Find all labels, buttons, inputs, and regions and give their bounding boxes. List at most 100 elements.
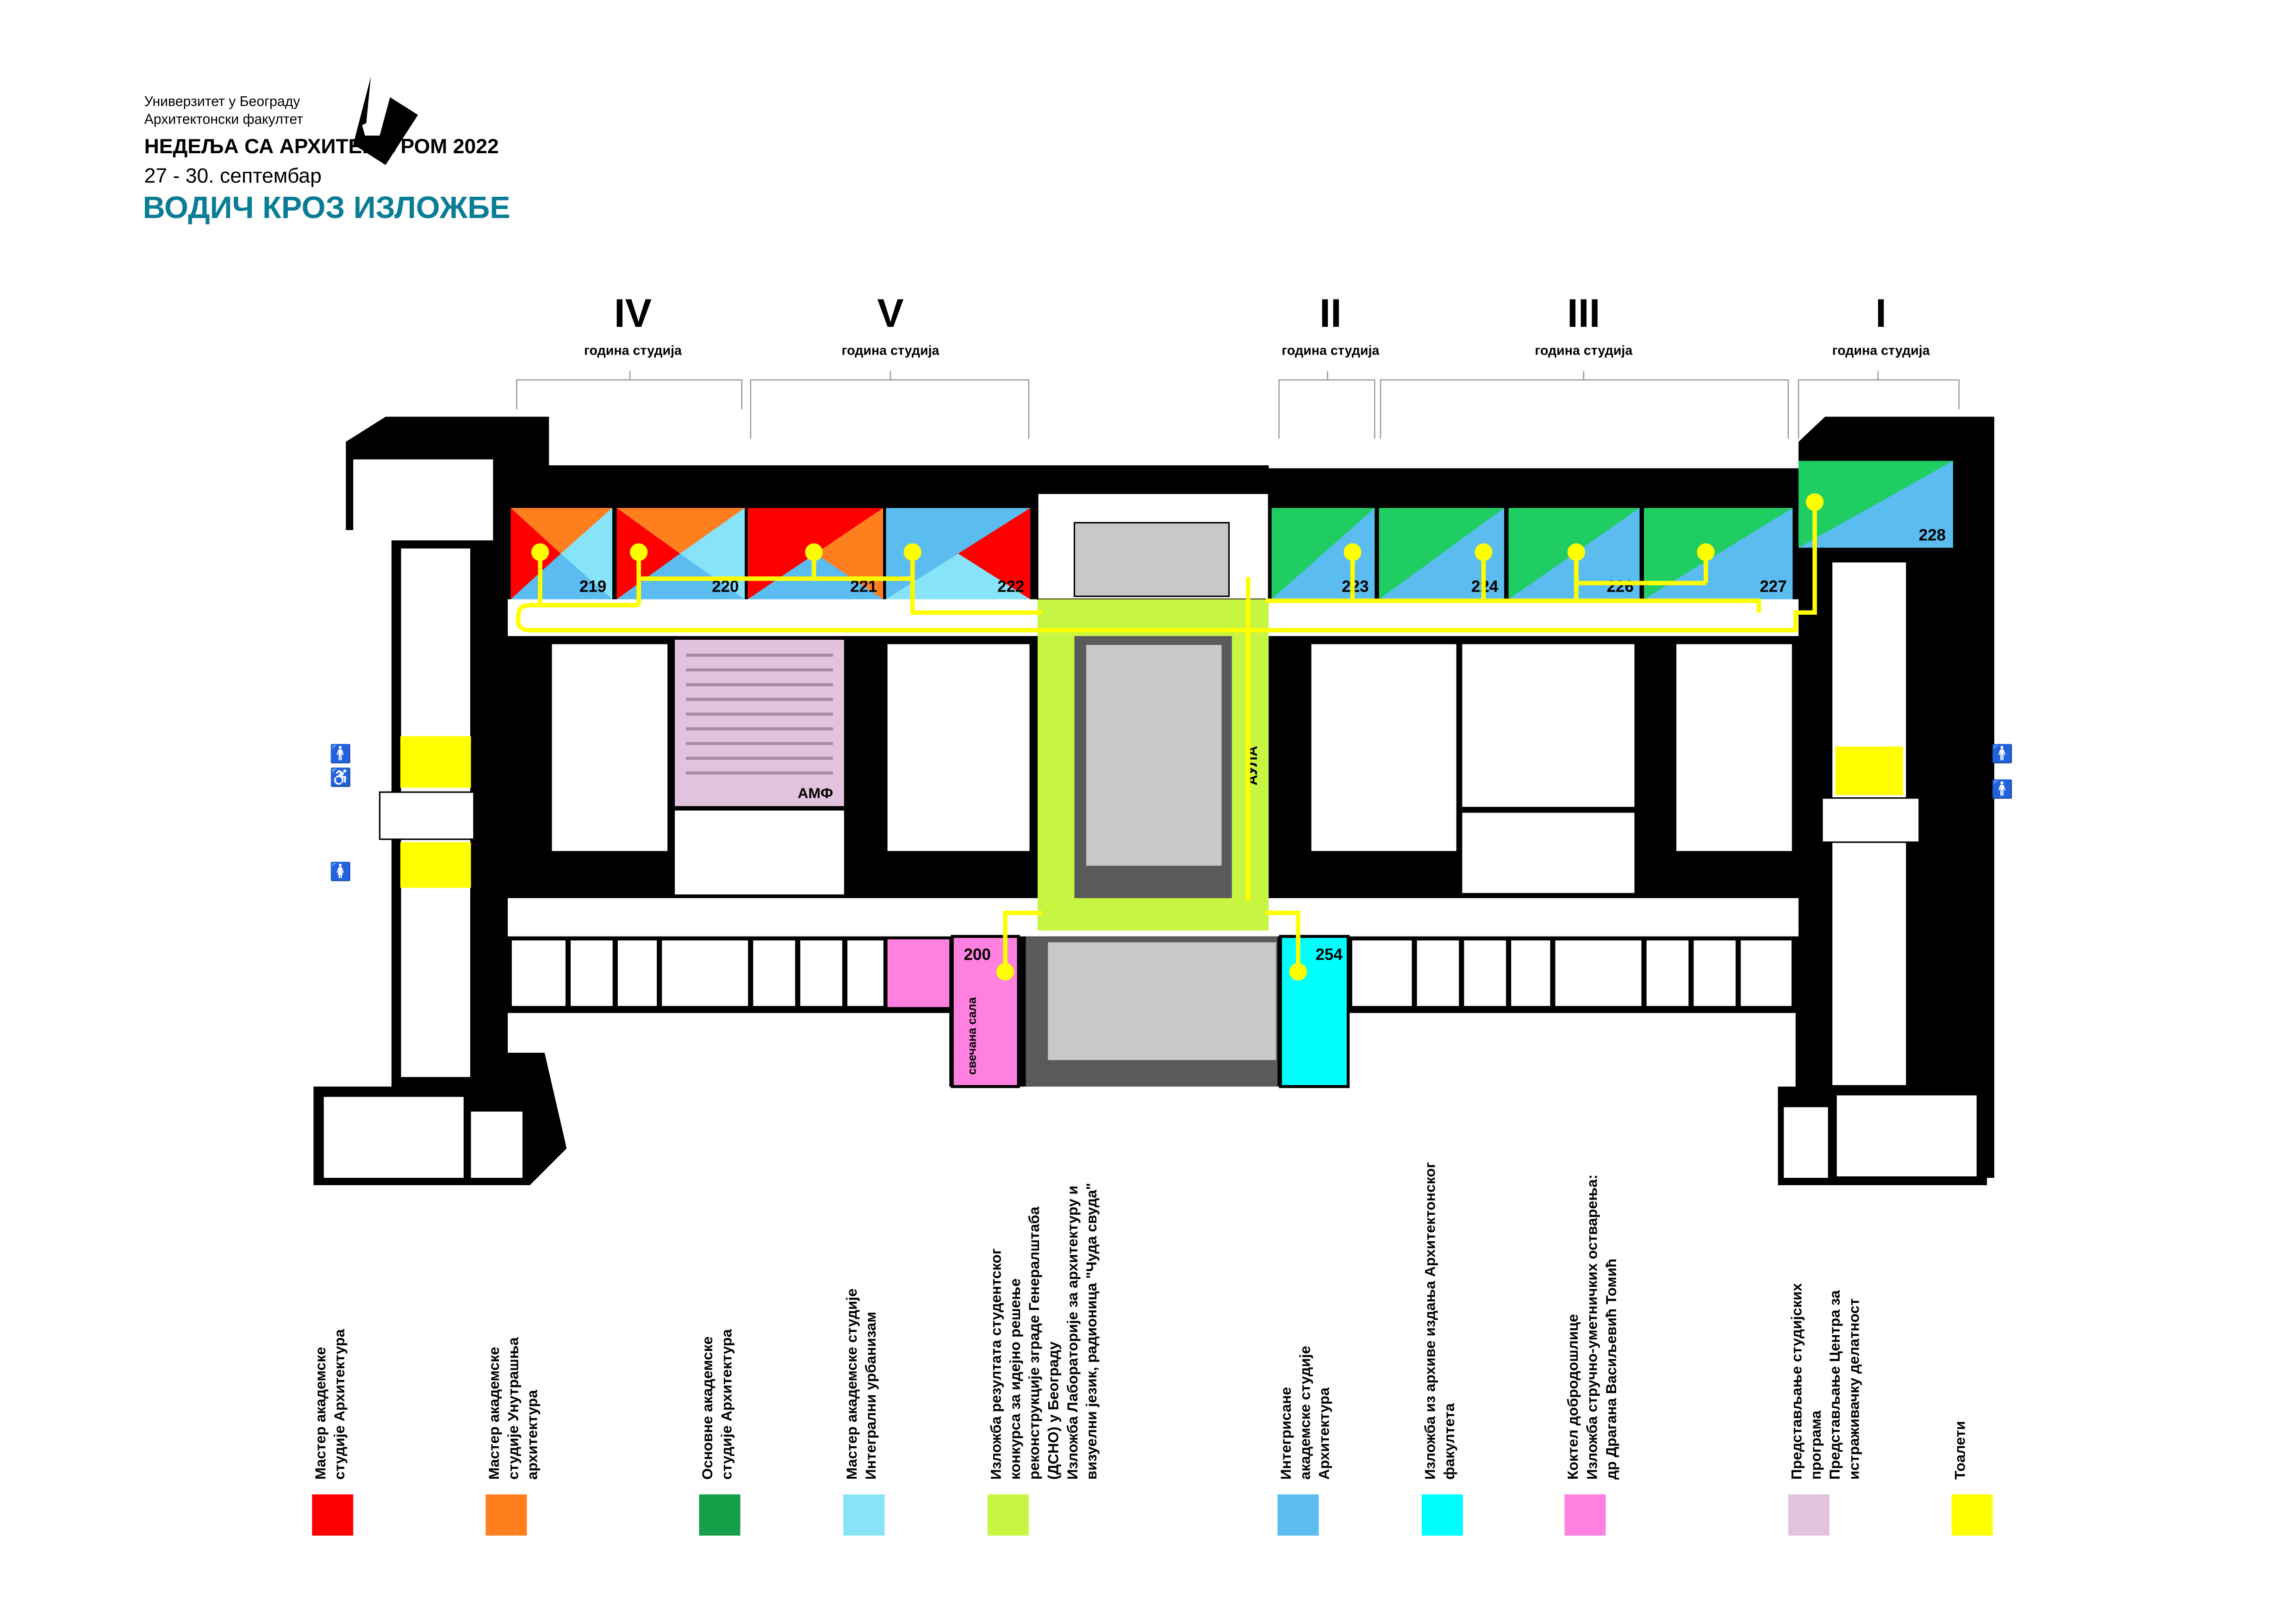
legend-label: Изложба резултата студентског [987,1249,1004,1480]
legend-label: факултета [1441,1403,1457,1480]
year-label: година студија [1832,344,1930,358]
room-number: 227 [1760,578,1786,596]
room-number: 254 [1315,946,1343,964]
toilet-area [400,736,471,788]
legend-label: Интегрисане [1277,1387,1294,1480]
year-iv: IV година студија [584,291,682,358]
legend-label: истраживачку делатност [1846,1298,1862,1480]
wheelchair-icon: ♿ [330,767,352,787]
faculty-logo [353,76,418,165]
legend-swatch [1422,1494,1463,1536]
location-marker [1289,962,1307,981]
legend-swatch [699,1494,740,1536]
legend-label: програма [1807,1411,1824,1480]
year-iii: III година студија [1535,291,1633,358]
year-brackets [516,371,1960,439]
location-marker [531,543,549,561]
floor-plan: 219 220 221 222 223 224 [313,417,2014,1186]
legend-label: Интегрални урбанизам [862,1312,879,1480]
location-marker [903,543,921,561]
year-numeral: V [877,291,903,336]
legend-swatch [1277,1494,1319,1536]
year-numeral: III [1567,291,1600,336]
legend-label: Изложба стручно-уметничких остварења: [1583,1174,1600,1480]
legend-label: др Драгана Васиљевић Томић [1603,1259,1619,1480]
room-number: 223 [1342,578,1369,596]
location-marker [1806,493,1824,511]
location-marker [805,543,823,561]
legend-label: архитектура [524,1390,541,1480]
location-marker [1475,543,1493,561]
room-227: 227 [1644,508,1793,600]
toilet-area [400,842,471,888]
legend-label: академске студије [1296,1346,1313,1480]
year-numeral: IV [614,291,652,336]
year-label: година студија [841,344,940,358]
guide-title: ВОДИЧ КРОЗ ИЗЛОЖБЕ [143,191,510,225]
legend-label: студије Архитектура [718,1329,735,1480]
faculty-name: Архитектонски факултет [144,112,304,127]
room-number: 228 [1919,526,1946,544]
legend-label: реконструкције зграде Генералштаба [1026,1206,1042,1480]
exhibition-route [516,502,1817,972]
legend-label: Основне академске [699,1337,716,1480]
location-marker [1567,543,1585,561]
person-icon: 🚹 [330,743,352,764]
legend-label: Представљање студијских [1788,1283,1804,1480]
location-marker [1697,543,1715,561]
legend-swatch [987,1494,1029,1536]
location-marker [996,962,1014,981]
legend-label: студије Унутрашња [504,1337,521,1480]
legend-label: Тоалети [1951,1421,1968,1480]
person-icon: 🚺 [330,862,352,882]
legend-swatch [312,1494,354,1536]
room-number: 219 [579,578,606,596]
room-200: 200 свечана сала [951,935,1020,1088]
location-marker [1344,543,1362,561]
legend-label: Изложба из архиве издања Архитектонског [1422,1162,1438,1480]
legend-swatch [485,1494,527,1536]
legend-label: Изложба Лабораторије за архитектуру и [1064,1186,1081,1480]
legend-label: Мастер академске [485,1347,502,1480]
legend-label: конкурса за идејно решење [1007,1278,1023,1480]
person-icon: 🚹 [1991,743,2014,764]
year-ii: II година студија [1282,291,1380,358]
room-254: 254 [1279,935,1350,1088]
year-numeral: II [1319,291,1342,336]
legend-swatch [1564,1494,1606,1536]
year-label: година студија [1535,344,1633,358]
room-219: 219 [510,508,612,600]
legend-label: Архитектура [1316,1387,1332,1480]
toilet-area [1835,746,1903,795]
legend-item: Тоалети [1951,1421,1993,1536]
year-numeral: I [1875,291,1886,336]
amf-label: АМФ [797,785,833,801]
event-title: НЕДЕЉА СА АРХИТЕКТУРОМ 2022 [144,135,499,158]
legend-label: визуелни језик, радионица "Чуда свуда" [1083,1183,1100,1480]
legend-swatch [1788,1494,1829,1536]
legend-label: Мастер академске студије [843,1288,860,1480]
year-label: година студија [584,344,682,358]
room-228: 228 [1798,461,1954,548]
header: Универзитет у Београду Архитектонски фак… [143,76,510,225]
legend-swatch [843,1494,885,1536]
year-label: година студија [1282,344,1380,358]
location-marker [630,543,648,561]
legend-swatch [1951,1494,1993,1536]
amphitheatre: АМФ [673,638,846,808]
person-icon: 🚹 [1991,779,2014,799]
legend-label: студије Архитектура [331,1329,348,1480]
legend-label: (ДСНО) у Београду [1045,1341,1062,1480]
